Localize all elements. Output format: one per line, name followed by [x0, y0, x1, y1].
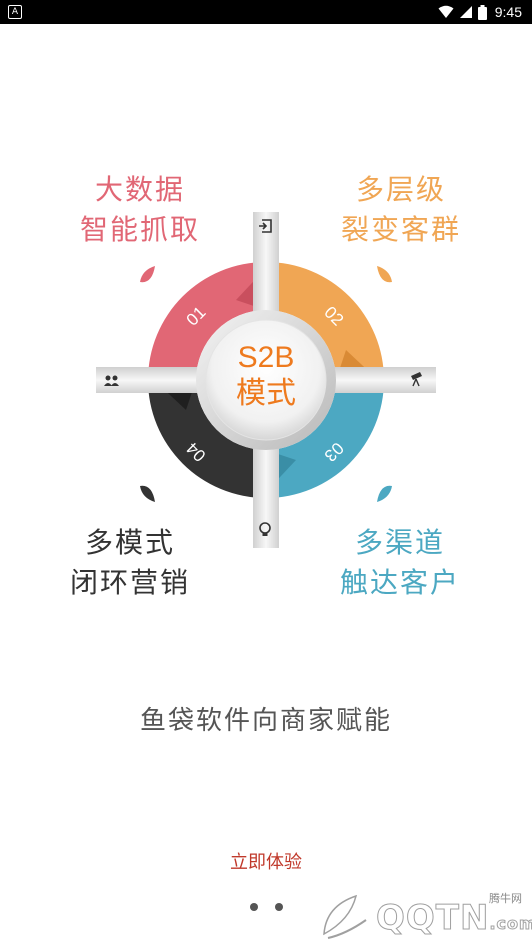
quadrant-04-label-line2: 闭环营销 — [69, 566, 190, 599]
app-notification-icon: A — [8, 5, 22, 19]
page-dot-1[interactable] — [249, 903, 258, 911]
status-icons: 9:45 — [438, 3, 522, 21]
quadrant-03-sector — [266, 380, 384, 498]
quadrant-03-label-line2: 触达客户 — [339, 566, 460, 599]
quadrant-02-label-line2: 裂变客群 — [340, 213, 461, 246]
quadrant-03-label-line1: 多渠道 — [354, 526, 445, 559]
diagram-graphic: 01 02 03 04 — [96, 212, 436, 548]
droplet-04 — [377, 485, 392, 502]
droplet-01 — [140, 266, 155, 283]
center-label: S2B 模式 — [206, 340, 326, 412]
telescope-icon — [411, 372, 422, 387]
quadrant-04-sector — [148, 380, 266, 498]
quadrant-04-label-line1: 多模式 — [84, 526, 175, 559]
status-time: 9:45 — [494, 4, 522, 20]
s2b-diagram: 01 02 03 04 S2B 模式 大数据 — [0, 160, 532, 620]
quadrant-04-label: 多模式 闭环营销 — [60, 523, 200, 603]
login-icon — [259, 219, 272, 233]
wifi-icon — [438, 5, 454, 18]
quadrant-03-label: 多渠道 触达客户 — [330, 523, 470, 603]
watermark-logo: QQTN.com 腾牛网 — [316, 890, 532, 942]
watermark-text: QQTN.com — [375, 898, 532, 939]
center-label-line2: 模式 — [236, 377, 296, 410]
page-dot-2[interactable] — [274, 903, 283, 911]
try-now-button[interactable]: 立即体验 — [230, 852, 302, 873]
page-indicator — [0, 903, 532, 911]
watermark-leaf-icon — [323, 894, 367, 939]
tagline: 鱼袋软件向商家赋能 — [139, 706, 392, 736]
quadrant-01-sector — [148, 262, 266, 380]
center-label-line1: S2B — [237, 341, 295, 374]
status-bar: A 9:45 — [0, 0, 532, 24]
quadrant-01-label: 大数据 智能抓取 — [70, 170, 210, 250]
center-disc — [205, 319, 327, 441]
quadrant-02-sector — [266, 262, 384, 380]
quadrant-02-label-line1: 多层级 — [355, 173, 446, 206]
battery-icon — [477, 4, 487, 20]
droplet-02 — [377, 266, 392, 283]
lightbulb-icon — [259, 522, 271, 536]
signal-icon — [459, 6, 472, 18]
quadrant-01-label-line1: 大数据 — [94, 173, 185, 206]
quadrant-02-label: 多层级 裂变客群 — [326, 170, 476, 250]
quadrant-01-label-line2: 智能抓取 — [79, 213, 200, 246]
watermark-chinese: 腾牛网 — [489, 892, 522, 905]
droplet-03 — [140, 485, 155, 502]
users-icon — [104, 375, 119, 386]
